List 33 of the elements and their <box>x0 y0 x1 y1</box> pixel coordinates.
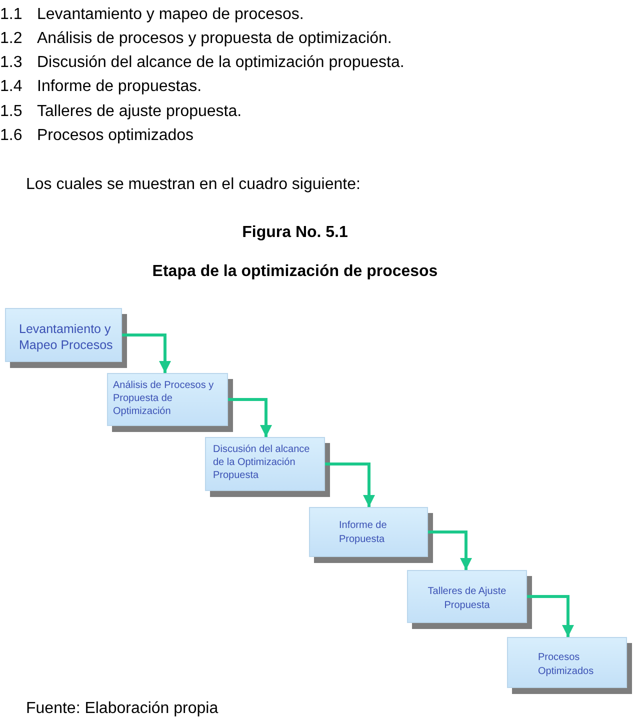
step-label: Levantamiento y Mapeo Procesos <box>19 321 114 353</box>
process-box <box>309 507 433 563</box>
arrow <box>527 595 574 637</box>
list-number: 1.4 <box>0 78 22 96</box>
list-number: 1.6 <box>0 127 22 145</box>
figure-title: Etapa de la optimización de procesos <box>152 263 438 281</box>
list-item-text: Discusión del alcance de la optimización propuesta. <box>37 54 404 72</box>
step-label: Procesos Optimizados <box>538 651 595 679</box>
process-box <box>5 308 127 368</box>
list-item-text: Talleres de ajuste propuesta. <box>37 103 242 121</box>
list-number: 1.3 <box>0 54 22 72</box>
source-note: Fuente: Elaboración propia <box>26 700 218 718</box>
process-box <box>507 637 632 694</box>
body-text: Los cuales se muestran en el cuadro siguiente: <box>26 176 360 194</box>
list-item-text: Levantamiento y mapeo de procesos. <box>37 6 304 24</box>
list-item-text: Informe de propuestas. <box>37 78 202 96</box>
arrow <box>122 334 171 373</box>
step-label: Discusión del alcance de la Optimización Propuesta <box>213 443 311 482</box>
step-label: Talleres de Ajuste Propuesta <box>426 585 508 613</box>
arrow <box>325 462 375 507</box>
process-box <box>107 373 233 432</box>
step-label: Análisis de Procesos y Propuesta de Optimización <box>113 379 215 418</box>
process-box <box>205 437 330 497</box>
figure-number: Figura No. 5.1 <box>242 224 348 242</box>
list-number: 1.1 <box>0 6 22 24</box>
arrow <box>428 530 472 570</box>
list-number: 1.2 <box>0 30 22 48</box>
list-item-text: Análisis de procesos y propuesta de optimización. <box>37 30 392 48</box>
process-box <box>407 570 532 629</box>
list-number: 1.5 <box>0 103 22 121</box>
list-item-text: Procesos optimizados <box>37 127 194 145</box>
arrow <box>228 398 272 437</box>
step-label: Informe de Propuesta <box>339 519 388 547</box>
